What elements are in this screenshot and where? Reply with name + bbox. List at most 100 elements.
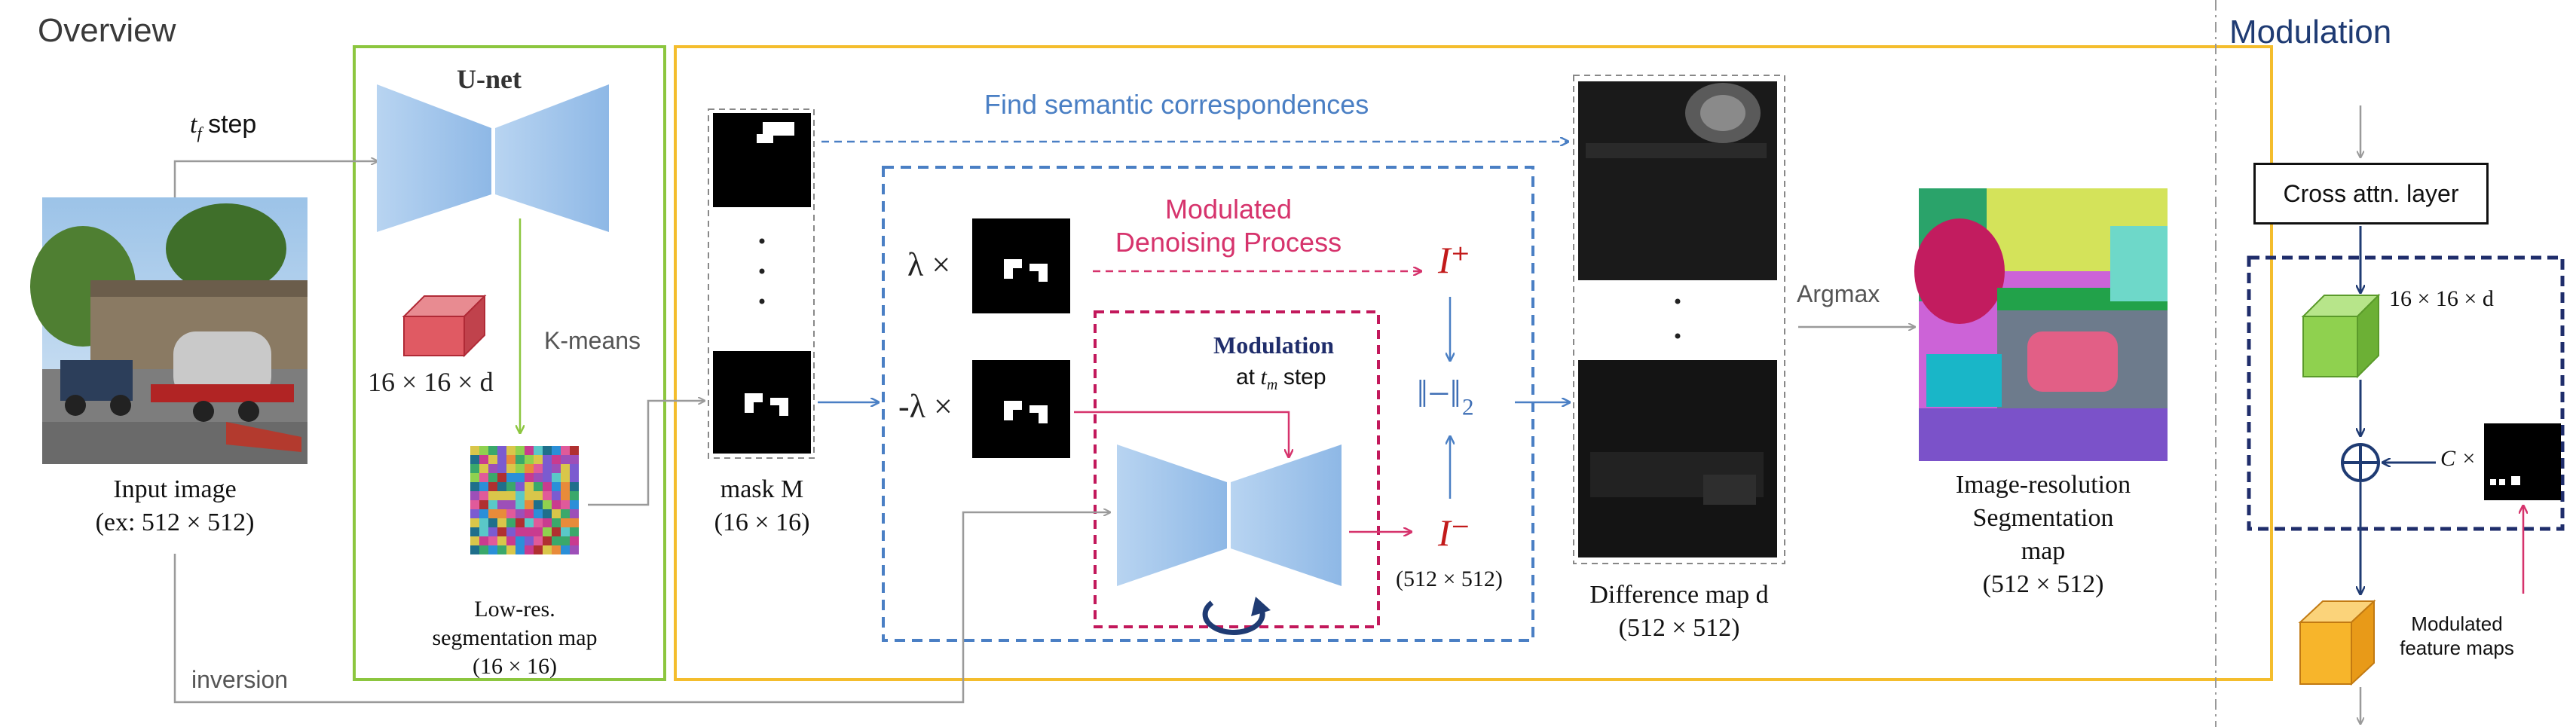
plus-circle-icon <box>2341 443 2380 482</box>
mosaic-cell <box>561 518 570 527</box>
mosaic-cell <box>552 464 561 473</box>
red-feature-cube <box>402 294 487 358</box>
mosaic-cell <box>488 536 497 545</box>
modulation-box-title: Modulation <box>1213 331 1335 359</box>
mosaic-cell <box>479 527 488 536</box>
mosaic-cell <box>516 536 525 545</box>
mosaic-cell <box>506 536 516 545</box>
mosaic-cell <box>506 482 516 491</box>
mosaic-cell <box>534 482 543 491</box>
orange-feature-cube <box>2298 599 2376 686</box>
feature-dim-label: 16 × 16 × d <box>368 367 494 397</box>
unet-label: U-net <box>457 64 522 94</box>
mosaic-cell <box>543 446 552 455</box>
mosaic-cell <box>543 464 552 473</box>
mosaic-cell <box>497 509 506 518</box>
mosaic-cell <box>561 464 570 473</box>
mosaic-cell <box>506 491 516 500</box>
mosaic-cell <box>516 491 525 500</box>
modulation-navy-dashed-frame <box>2247 255 2565 531</box>
modulation-box-sub: at tm step <box>1236 365 1326 393</box>
mosaic-cell <box>488 527 497 536</box>
mosaic-cell <box>570 446 579 455</box>
mosaic-cell <box>497 455 506 464</box>
mosaic-cell <box>497 527 506 536</box>
mosaic-cell <box>479 464 488 473</box>
mosaic-cell <box>516 446 525 455</box>
mosaic-cell <box>488 455 497 464</box>
mosaic-cell <box>570 464 579 473</box>
mosaic-cell <box>525 473 534 482</box>
mosaic-cell <box>479 491 488 500</box>
mosaic-cell <box>543 473 552 482</box>
mosaic-cell <box>561 455 570 464</box>
mosaic-cell <box>561 482 570 491</box>
mosaic-cell <box>516 464 525 473</box>
mosaic-cell <box>479 536 488 545</box>
res-512-label: (512 × 512) <box>1396 567 1503 591</box>
mosaic-cell <box>534 527 543 536</box>
mosaic-cell <box>552 545 561 554</box>
mosaic-cell <box>552 473 561 482</box>
mosaic-cell <box>570 518 579 527</box>
green-feature-cube <box>2301 293 2381 379</box>
mosaic-cell <box>516 455 525 464</box>
mosaic-cell <box>543 482 552 491</box>
difference-map-label: Difference map d(512 × 512) <box>1589 581 1769 642</box>
mosaic-cell <box>470 482 479 491</box>
mosaic-cell <box>534 473 543 482</box>
mosaic-cell <box>497 545 506 554</box>
modulation-pink-dashed-frame <box>1094 310 1380 628</box>
mosaic-cell <box>534 455 543 464</box>
mosaic-cell <box>506 455 516 464</box>
mosaic-cell <box>525 527 534 536</box>
lambda-neg-label: -λ × <box>898 388 953 425</box>
modulation-title: Modulation <box>2229 14 2392 50</box>
mosaic-cell <box>534 518 543 527</box>
mosaic-cell <box>479 509 488 518</box>
mosaic-cell <box>534 464 543 473</box>
mosaic-cell <box>516 473 525 482</box>
mosaic-cell <box>570 482 579 491</box>
mosaic-cell <box>506 500 516 509</box>
i-minus-label: I⁻ <box>1438 512 1471 554</box>
tf-step-arrow <box>173 161 377 197</box>
mosaic-cell <box>561 473 570 482</box>
loop-arrow-icon <box>1202 597 1271 635</box>
mosaic-cell <box>561 491 570 500</box>
mosaic-cell <box>525 536 534 545</box>
mosaic-cell <box>534 491 543 500</box>
mosaic-cell <box>516 518 525 527</box>
mosaic-cell <box>552 455 561 464</box>
mosaic-cell <box>470 545 479 554</box>
mosaic-cell <box>470 509 479 518</box>
norm-label: ‖−‖₂ <box>1417 373 1475 416</box>
mosaic-cell <box>497 536 506 545</box>
mosaic-cell <box>534 545 543 554</box>
tf-step-label: tf step <box>190 110 257 142</box>
mosaic-cell <box>497 473 506 482</box>
mosaic-cell <box>525 455 534 464</box>
mosaic-cell <box>561 545 570 554</box>
c-times-label: C × <box>2440 446 2477 471</box>
mosaic-cell <box>561 446 570 455</box>
mosaic-cell <box>488 545 497 554</box>
kmeans-label: K-means <box>544 327 641 354</box>
mosaic-cell <box>534 500 543 509</box>
mosaic-cell <box>570 509 579 518</box>
mosaic-cell <box>552 509 561 518</box>
mosaic-cell <box>525 464 534 473</box>
mask-grey-dashed-frame <box>708 108 815 459</box>
output-segmentation-map <box>1914 188 2168 461</box>
mosaic-cell <box>497 482 506 491</box>
mosaic-cell <box>488 482 497 491</box>
mosaic-cell <box>570 536 579 545</box>
mosaic-cell <box>488 518 497 527</box>
mask-label: mask M(16 × 16) <box>714 475 810 536</box>
mosaic-cell <box>479 482 488 491</box>
mosaic-cell <box>506 446 516 455</box>
unet-encoder-decoder-bottom <box>1117 444 1342 586</box>
